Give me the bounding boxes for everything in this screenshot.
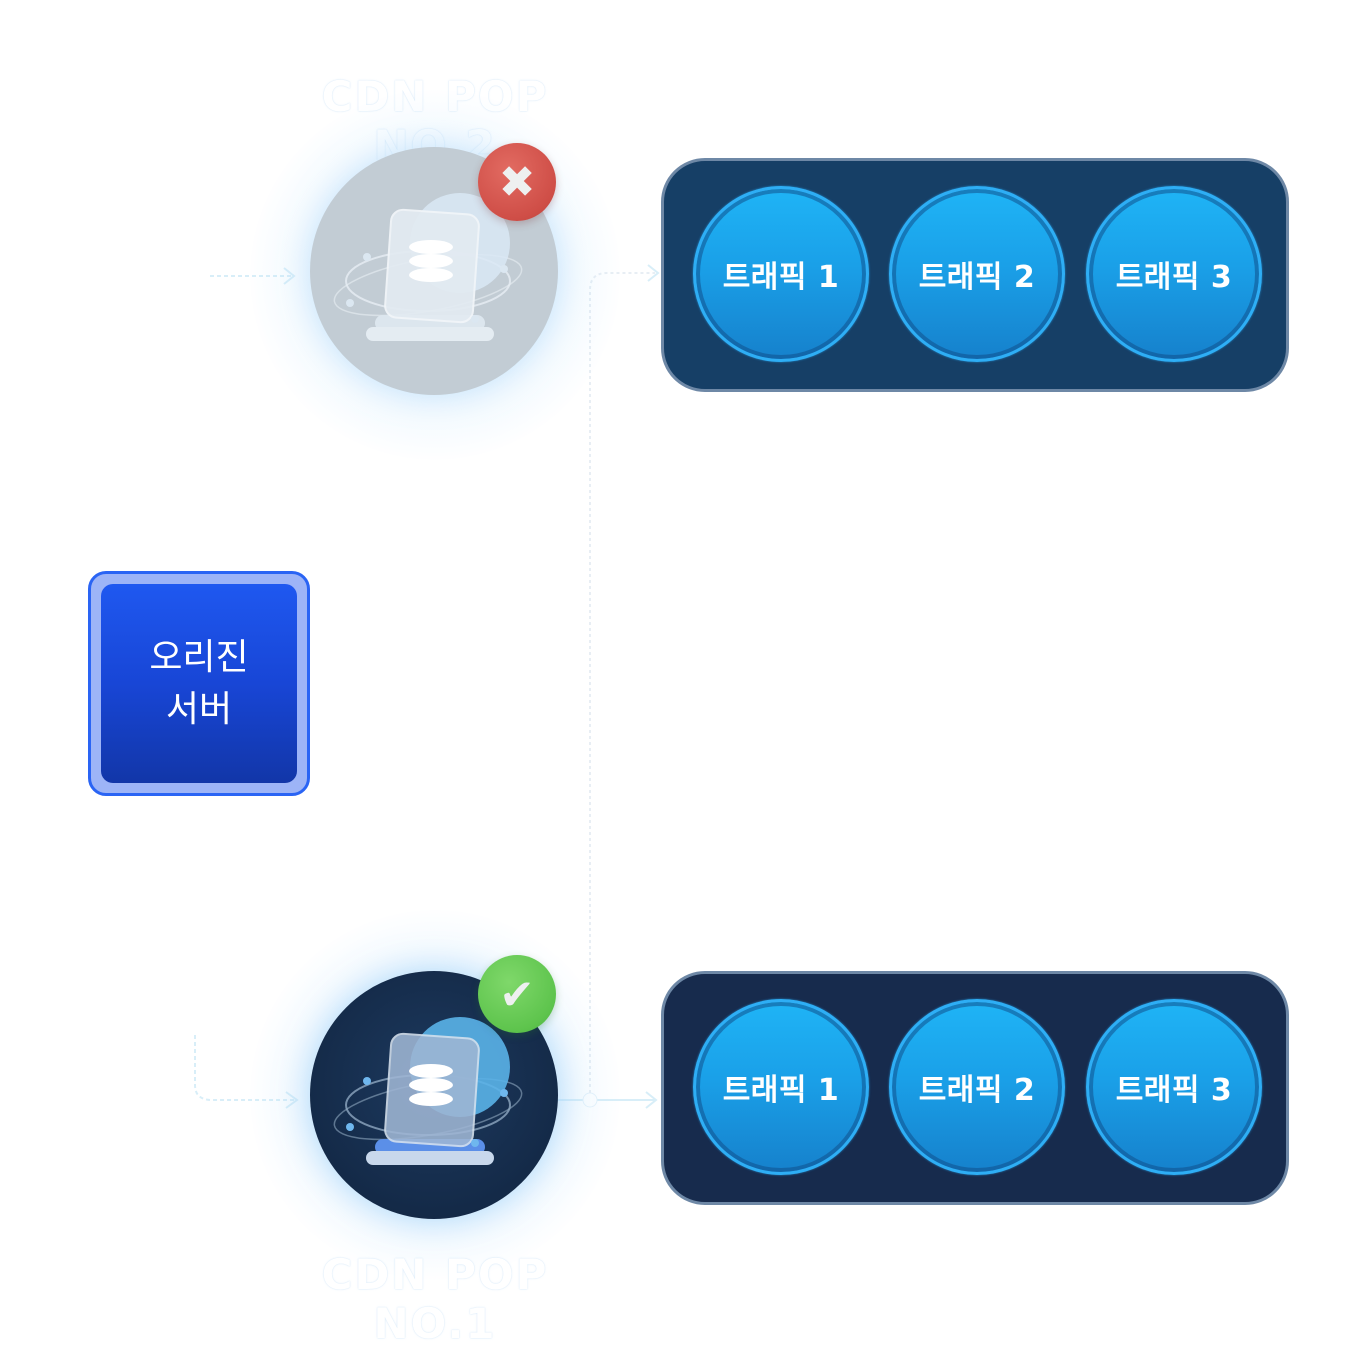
connector-failover-to-traffic-top [589, 272, 655, 1093]
origin-server-label-line1: 오리진 [149, 636, 249, 678]
traffic-node[interactable]: 트래픽 1 [693, 186, 869, 362]
connector-arrow-traffic-top [647, 264, 660, 282]
connector-arrow-traffic-bottom [645, 1091, 658, 1109]
origin-server-body: 오리진 서버 [101, 584, 297, 783]
traffic-node[interactable]: 트래픽 2 [889, 999, 1065, 1175]
x-mark-icon: ✖ [478, 143, 556, 221]
traffic-node[interactable]: 트래픽 1 [693, 999, 869, 1175]
pop1-node[interactable]: ✔ [310, 955, 558, 1219]
pop2-node[interactable]: ✖ [310, 143, 558, 395]
traffic-group-pop1: 트래픽 1 트래픽 2 트래픽 3 [661, 971, 1289, 1205]
traffic-node[interactable]: 트래픽 3 [1086, 999, 1262, 1175]
origin-server-label-line2: 서버 [165, 688, 233, 730]
origin-server[interactable]: 오리진 서버 [88, 571, 310, 796]
traffic-node[interactable]: 트래픽 3 [1086, 186, 1262, 362]
pop1-label: CDN POP NO.1 [321, 1250, 549, 1348]
traffic-group-pop2: 트래픽 1 트래픽 2 트래픽 3 [661, 158, 1289, 392]
traffic-node[interactable]: 트래픽 2 [889, 186, 1065, 362]
database-server-icon [333, 1017, 523, 1165]
database-server-icon [333, 193, 523, 341]
check-mark-icon: ✔ [478, 955, 556, 1033]
